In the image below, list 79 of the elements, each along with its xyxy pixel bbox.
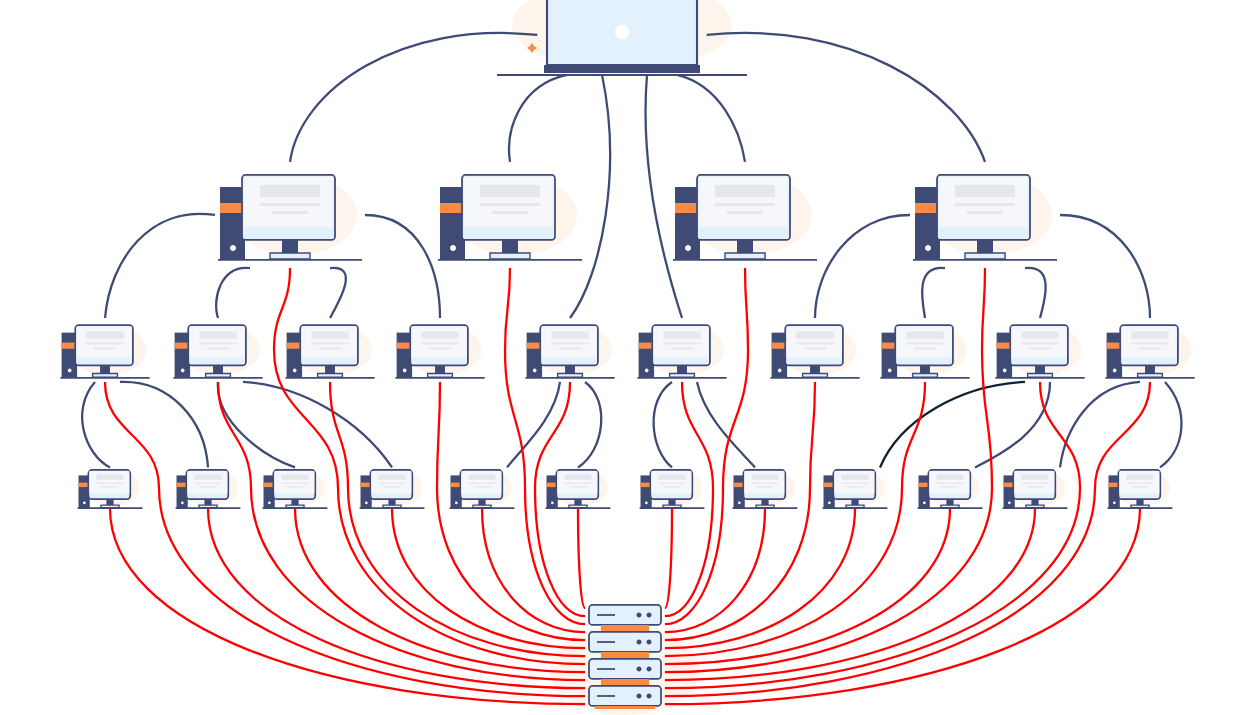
connector-line <box>364 213 442 319</box>
connector-line <box>508 73 568 163</box>
connector-line <box>664 381 927 658</box>
desktop-computer-drawing <box>636 324 728 379</box>
connector-line <box>664 381 715 618</box>
connector-line <box>272 268 586 666</box>
connector-line <box>1058 380 1141 468</box>
desktop-computer-drawing <box>912 174 1058 261</box>
desktop-computer-drawing <box>76 469 144 510</box>
connector-line <box>569 74 612 319</box>
desktop-computer-drawing <box>358 469 426 510</box>
connector-line <box>242 380 393 469</box>
connector-line <box>293 508 586 674</box>
connector-line <box>664 268 994 674</box>
connector-line <box>108 508 586 706</box>
desktop-computer-drawing <box>437 174 583 261</box>
connector-line <box>390 508 586 650</box>
connector-line <box>652 381 673 469</box>
connector-line <box>533 381 586 618</box>
connector-line <box>664 268 750 626</box>
desktop-computer-drawing <box>731 469 799 510</box>
desktop-computer-drawing <box>172 324 264 379</box>
desktop-computer-drawing <box>217 174 363 261</box>
desktop-computer-drawing <box>261 469 329 510</box>
connector-line <box>695 381 756 469</box>
desktop-computer-drawing <box>59 324 151 379</box>
desktop-computer-drawing <box>284 324 376 379</box>
connector-line <box>974 381 1052 469</box>
connector-line <box>206 508 586 690</box>
desktop-computer-drawing <box>448 469 516 510</box>
connector-line <box>480 508 586 634</box>
connector-line <box>664 508 1142 706</box>
desktop-computer-drawing <box>174 469 242 510</box>
connector-line <box>663 508 674 609</box>
connector-line <box>921 266 945 319</box>
connector-line <box>664 508 857 650</box>
connector-line <box>879 380 1026 468</box>
connector-line <box>103 212 216 319</box>
connector-line <box>576 508 587 609</box>
desktop-computer-drawing <box>1106 469 1174 510</box>
connector-line <box>81 381 111 469</box>
connector-line <box>288 31 538 163</box>
connector-line <box>664 508 1037 682</box>
connector-line <box>813 213 911 319</box>
desktop-computer-drawing <box>1001 469 1069 510</box>
connector-line <box>1025 266 1047 319</box>
laptop-drawing <box>497 0 747 77</box>
desktop-computer-drawing <box>1104 324 1196 379</box>
connector-line <box>644 74 684 319</box>
desktop-computer-drawing <box>672 174 818 261</box>
connector-line <box>503 268 586 626</box>
connector-line <box>664 508 952 666</box>
connector-line <box>215 266 250 319</box>
connector-line <box>664 381 1152 698</box>
connector-line <box>664 381 1082 690</box>
connector-line <box>664 381 817 642</box>
desktop-computer-drawing <box>916 469 984 510</box>
server-drawing <box>550 604 700 715</box>
connector-line <box>676 73 747 163</box>
connector-line <box>664 508 767 634</box>
connector-line <box>328 381 586 658</box>
desktop-computer-drawing <box>994 324 1086 379</box>
desktop-computer-drawing <box>544 469 612 510</box>
connector-line <box>577 381 603 469</box>
desktop-computer-drawing <box>821 469 889 510</box>
connector-line <box>1059 213 1152 319</box>
desktop-computer-drawing <box>638 469 706 510</box>
connector-line <box>216 381 586 682</box>
desktop-computer-drawing <box>524 324 616 379</box>
connector-line <box>103 381 586 698</box>
connector-line <box>329 266 347 319</box>
connector-line <box>706 31 987 163</box>
connector-line <box>435 381 586 642</box>
connector-line <box>1159 381 1183 469</box>
desktop-computer-drawing <box>769 324 861 379</box>
desktop-computer-drawing <box>394 324 486 379</box>
connector-line <box>506 381 562 469</box>
connector-line <box>119 380 210 468</box>
desktop-computer-drawing <box>879 324 971 379</box>
